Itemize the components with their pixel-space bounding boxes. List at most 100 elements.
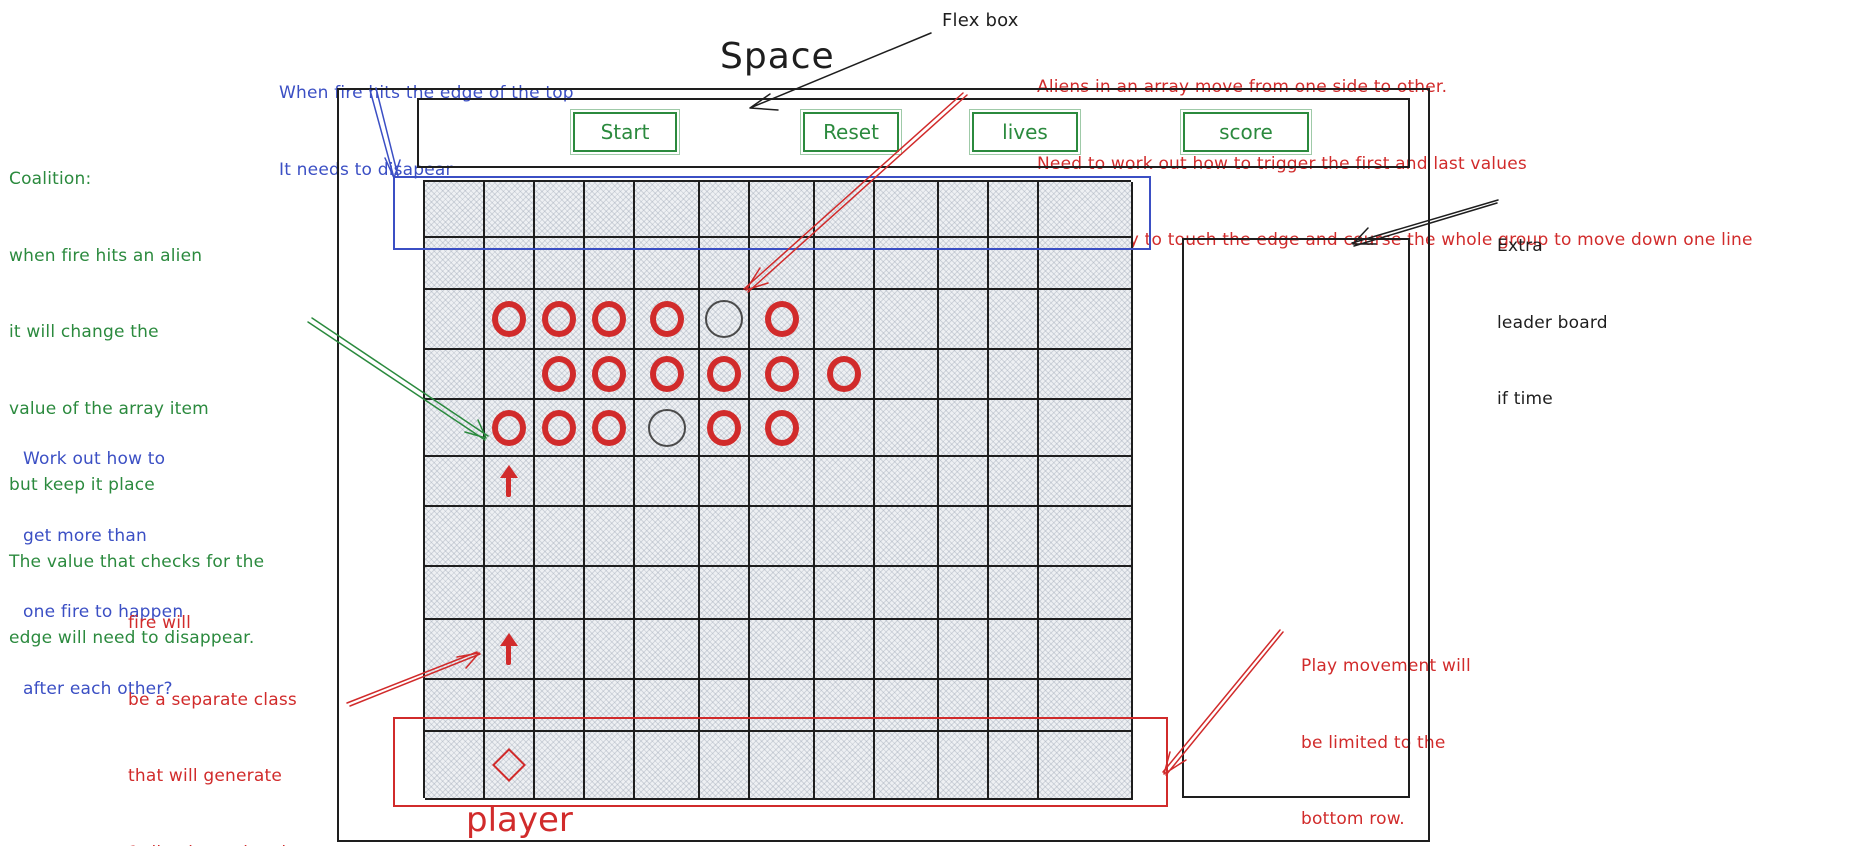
grid-cell xyxy=(989,732,1039,800)
grid-cell xyxy=(700,290,750,350)
grid-cell xyxy=(485,680,535,732)
grid-cell xyxy=(535,182,585,238)
grid-cell xyxy=(989,182,1039,238)
leaderboard-panel xyxy=(1182,238,1410,798)
grid-cell xyxy=(635,680,700,732)
alien-icon xyxy=(707,409,741,446)
grid-cell xyxy=(425,182,485,238)
grid-cell xyxy=(875,732,939,800)
grid-cell xyxy=(1039,457,1133,507)
grid-cell xyxy=(989,350,1039,400)
grid-cell xyxy=(485,400,535,457)
alien-icon xyxy=(592,409,626,446)
flex-box-label: Flex box xyxy=(942,10,1019,31)
note-leaderboard: Extra leader board if time xyxy=(1497,236,1608,409)
grid-cell xyxy=(535,567,585,620)
grid-cell xyxy=(425,290,485,350)
grid-cell xyxy=(635,238,700,290)
alien-icon xyxy=(542,356,576,392)
top-edge-zone xyxy=(393,176,1151,250)
grid-cell xyxy=(700,680,750,732)
alien-icon xyxy=(542,301,576,337)
grid-cell xyxy=(815,620,875,680)
grid-cell xyxy=(635,290,700,350)
alien-icon xyxy=(764,301,799,337)
grid-cell xyxy=(815,290,875,350)
grid-cell xyxy=(875,350,939,400)
app-title: Space xyxy=(720,36,835,77)
start-button[interactable]: Start xyxy=(570,109,680,155)
grid-cell xyxy=(485,732,535,800)
grid-cell xyxy=(700,182,750,238)
grid-cell xyxy=(700,457,750,507)
grid-cell xyxy=(485,182,535,238)
grid-cell xyxy=(485,507,535,567)
alien-icon xyxy=(764,409,799,446)
grid-cell xyxy=(1039,507,1133,567)
grid-cell xyxy=(939,350,989,400)
destroyed-alien-icon xyxy=(705,300,743,338)
grid-cell xyxy=(635,182,700,238)
grid-cell xyxy=(535,350,585,400)
grid-cell xyxy=(585,400,635,457)
grid-cell xyxy=(635,567,700,620)
grid-cell xyxy=(1039,238,1133,290)
grid-cell xyxy=(700,620,750,680)
grid-cell xyxy=(485,620,535,680)
grid-cell xyxy=(939,567,989,620)
grid-cell xyxy=(815,507,875,567)
grid-cell xyxy=(875,620,939,680)
player-row-zone xyxy=(393,717,1168,807)
grid-cell xyxy=(1039,620,1133,680)
grid-cell xyxy=(875,567,939,620)
alien-icon xyxy=(492,301,526,337)
grid-cell xyxy=(750,290,815,350)
grid-cell xyxy=(425,400,485,457)
grid-cell xyxy=(750,620,815,680)
grid-cell xyxy=(425,238,485,290)
grid-cell xyxy=(939,290,989,350)
grid-cell xyxy=(1039,350,1133,400)
grid-cell xyxy=(585,620,635,680)
alien-icon xyxy=(592,301,626,337)
grid-cell xyxy=(700,507,750,567)
grid-cell xyxy=(485,238,535,290)
grid-cell xyxy=(939,457,989,507)
reset-button[interactable]: Reset xyxy=(800,109,902,155)
grid-cell xyxy=(585,238,635,290)
grid-cell xyxy=(875,680,939,732)
grid-cell xyxy=(875,290,939,350)
grid-cell xyxy=(989,290,1039,350)
grid-cell xyxy=(815,400,875,457)
grid-cell xyxy=(535,680,585,732)
grid-cell xyxy=(700,350,750,400)
score-display[interactable]: score xyxy=(1180,109,1312,155)
grid-cell xyxy=(485,350,535,400)
grid-cell xyxy=(535,732,585,800)
lives-display[interactable]: lives xyxy=(969,109,1081,155)
alien-icon xyxy=(592,356,626,392)
grid-cell xyxy=(750,507,815,567)
grid-cell xyxy=(1039,400,1133,457)
alien-icon xyxy=(827,356,861,392)
grid-cell xyxy=(815,567,875,620)
grid-cell xyxy=(635,507,700,567)
grid-cell xyxy=(635,732,700,800)
grid-cell xyxy=(485,290,535,350)
alien-icon xyxy=(649,356,684,392)
grid-cell xyxy=(635,620,700,680)
grid-cell xyxy=(585,182,635,238)
note-multi-fire: Work out how to get more than one fire t… xyxy=(23,449,184,699)
grid-cell xyxy=(815,457,875,507)
grid-cell xyxy=(535,238,585,290)
alien-icon xyxy=(492,409,526,446)
grid-cell xyxy=(750,400,815,457)
grid-cell xyxy=(939,732,989,800)
grid-cell xyxy=(425,350,485,400)
fire-arrow-icon xyxy=(500,465,518,497)
grid-cell xyxy=(700,400,750,457)
grid-cell xyxy=(635,350,700,400)
grid-cell xyxy=(485,457,535,507)
grid-cell xyxy=(425,620,485,680)
grid-cell xyxy=(425,567,485,620)
